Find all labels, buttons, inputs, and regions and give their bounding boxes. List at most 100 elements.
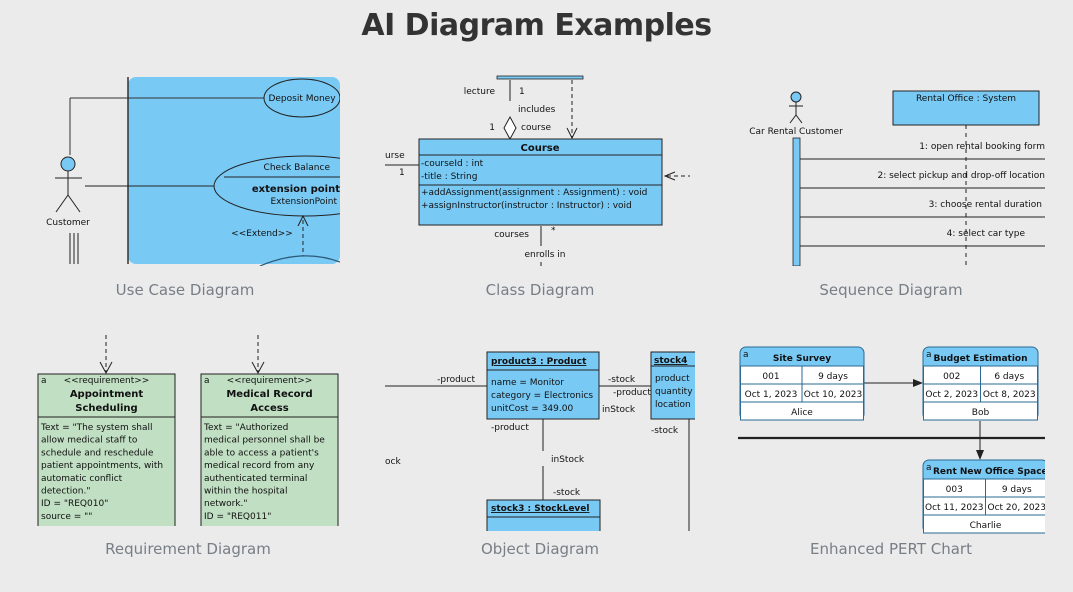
role-course: course <box>521 123 552 133</box>
task-id: 003 <box>946 485 963 495</box>
multiplicity: * <box>551 226 556 236</box>
requirement-box: a<<requirement>>AppointmentSchedulingTex… <box>37 373 176 526</box>
sequence-diagram-preview: Car Rental Customer Rental Office : Syst… <box>749 90 1045 266</box>
slot: quantity <box>655 387 693 397</box>
message-label: 2: select pickup and drop-off location <box>877 171 1045 181</box>
object-name: stock3 : StockLevel <box>491 504 589 514</box>
task-owner: Bob <box>972 408 990 418</box>
task-duration: 9 days <box>818 372 848 382</box>
requirement-text: source = "" <box>41 512 92 522</box>
use-case-deposit-money <box>263 78 340 118</box>
object-name: stock4 <box>654 356 687 366</box>
task-icon: a <box>926 463 932 473</box>
requirement-diagram-preview: a<<requirement>>AppointmentSchedulingTex… <box>37 335 339 526</box>
class-diagram-preview: lecture 1 includes 1 course Course -cour… <box>385 75 690 266</box>
caption-class[interactable]: Class Diagram <box>485 281 595 299</box>
task-end: Oct 20, 2023 <box>988 503 1046 513</box>
task-owner: Charlie <box>970 521 1002 531</box>
assoc-label: inStock <box>602 405 636 415</box>
requirement-text: within the hospital <box>204 487 287 497</box>
requirement-text: ID = "REQ010" <box>41 499 108 509</box>
assoc-enrolls-in: enrolls in <box>524 250 565 260</box>
actor-label: Customer <box>46 218 90 228</box>
object-diagram-card[interactable]: -product product3 : Product name = Monit… <box>385 335 695 531</box>
requirement-text: schedule and reschedule <box>41 448 154 458</box>
slot: name = Monitor <box>491 378 564 388</box>
task-end: Oct 8, 2023 <box>983 390 1036 400</box>
caption-pert[interactable]: Enhanced PERT Chart <box>810 540 972 558</box>
slot: location <box>655 400 691 410</box>
role-label: -stock <box>651 426 679 436</box>
task-id: 001 <box>762 372 779 382</box>
requirement-text: detection." <box>41 487 91 497</box>
slot: product <box>655 374 690 384</box>
caption-object[interactable]: Object Diagram <box>480 540 600 558</box>
caption-requirement[interactable]: Requirement Diagram <box>105 540 271 558</box>
use-case-diagram-card[interactable]: Deposit Money Customer Check Balance ext… <box>30 70 340 266</box>
use-case-label: Check Balance <box>264 163 331 173</box>
task-id: 002 <box>943 372 960 382</box>
multiplicity: 1 <box>399 168 405 178</box>
actor-head <box>60 156 76 172</box>
task-name: Site Survey <box>773 354 831 364</box>
stereotype: <<requirement>> <box>227 376 313 386</box>
caption-sequence[interactable]: Sequence Diagram <box>819 281 963 299</box>
assoc-includes: includes <box>518 105 556 115</box>
task-duration: 9 days <box>1002 485 1032 495</box>
object-stock4 <box>650 351 695 420</box>
task-duration: 6 days <box>994 372 1024 382</box>
role-label: -stock <box>553 488 581 498</box>
task-end: Oct 10, 2023 <box>804 390 863 400</box>
assoc-label: inStock <box>551 455 585 465</box>
role-label: ock <box>385 457 401 467</box>
class-diagram-card[interactable]: lecture 1 includes 1 course Course -cour… <box>385 70 695 266</box>
task-owner: Alice <box>791 408 813 418</box>
lifeline-box <box>892 90 1040 126</box>
caption-use-case[interactable]: Use Case Diagram <box>115 281 255 299</box>
operation: +addAssignment(assignment : Assignment) … <box>421 188 647 198</box>
role-lecture: lecture <box>464 87 496 97</box>
requirement-name: Access <box>250 403 288 414</box>
requirement-text: able to access a patient's <box>204 448 319 458</box>
requirement-text: allow medical staff to <box>41 436 138 446</box>
class-name: Course <box>521 143 560 154</box>
task-start: Oct 11, 2023 <box>925 503 984 513</box>
multiplicity: 1 <box>489 123 495 133</box>
requirement-icon: a <box>204 376 210 386</box>
actor-label: Car Rental Customer <box>749 127 843 137</box>
requirement-name: Medical Record <box>226 389 312 400</box>
role-label: -stock <box>608 375 636 385</box>
object-stock3 <box>486 499 601 531</box>
slot: unitCost = 349.00 <box>491 404 573 414</box>
message-label: 3: choose rental duration <box>929 200 1042 210</box>
task-icon: a <box>743 350 749 360</box>
extension-value: ExtensionPoint <box>270 197 337 207</box>
requirement-icon: a <box>41 376 47 386</box>
requirement-text: ID = "REQ011" <box>204 512 271 522</box>
page-title: AI Diagram Examples <box>361 8 712 43</box>
role-label: -product <box>491 423 529 433</box>
task-name: Rent New Office Space <box>933 467 1045 477</box>
object-diagram-preview: -product product3 : Product name = Monit… <box>385 351 695 531</box>
use-case-label: Deposit Money <box>268 94 336 104</box>
lifeline-label: Rental Office : System <box>916 94 1016 104</box>
activation-bar <box>792 137 801 266</box>
sequence-diagram-card[interactable]: Car Rental Customer Rental Office : Syst… <box>735 70 1045 266</box>
requirement-text: network." <box>204 499 248 509</box>
actor-head <box>790 91 802 103</box>
use-case-diagram-preview: Deposit Money Customer Check Balance ext… <box>46 77 340 266</box>
task-name: Budget Estimation <box>933 354 1027 364</box>
multiplicity: 1 <box>519 87 525 97</box>
role-label: -product <box>613 388 651 398</box>
requirement-name: Scheduling <box>75 403 137 414</box>
task-start: Oct 2, 2023 <box>925 390 978 400</box>
use-case-check-balance <box>213 155 340 217</box>
role-courses: courses <box>494 230 529 240</box>
class-course <box>418 138 663 226</box>
